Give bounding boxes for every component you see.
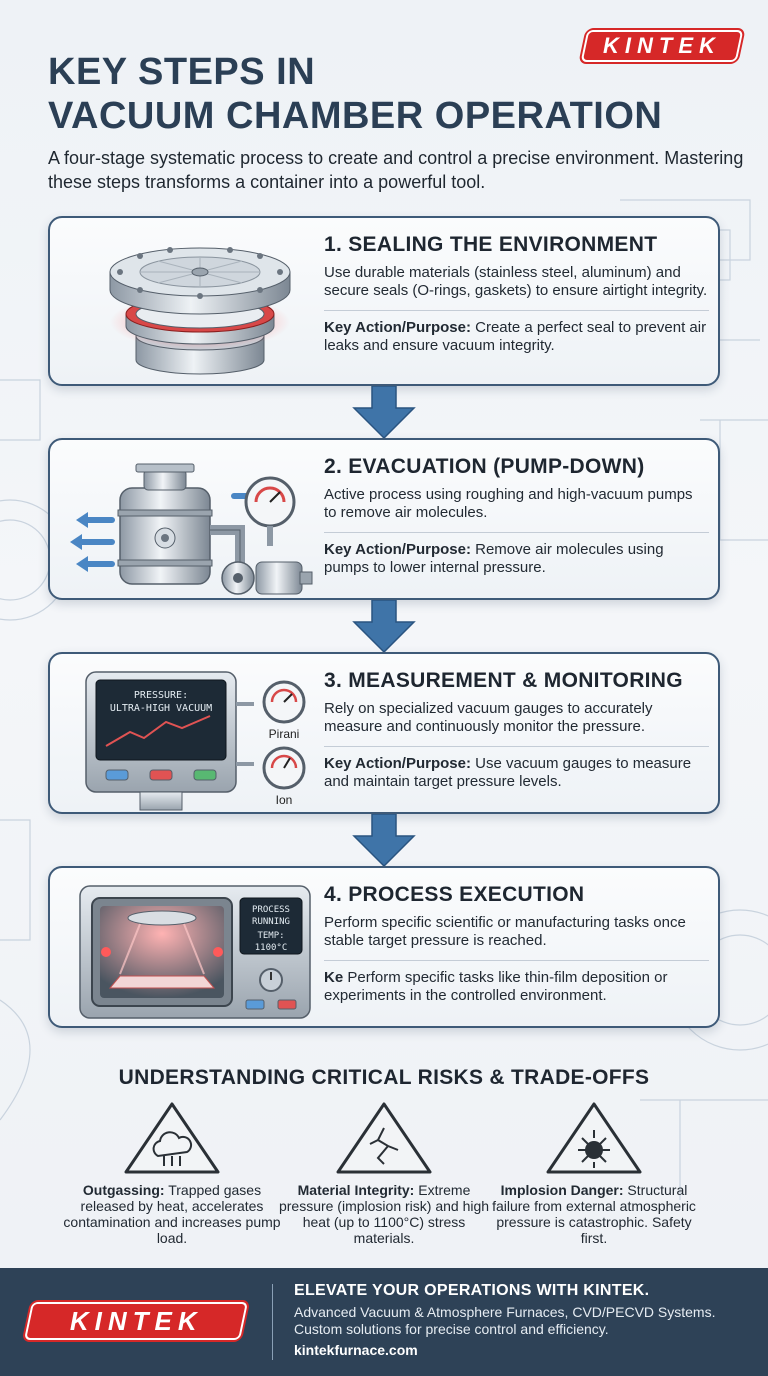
- pressure-monitor-icon: PRESSURE: ULTRA-HIGH VACUUM Pirani Ion: [85, 671, 306, 811]
- step-title: 4. PROCESS EXECUTION: [324, 883, 585, 906]
- divider: [324, 960, 709, 961]
- footer-url-link[interactable]: kintekfurnace.com: [294, 1342, 418, 1358]
- cloud-icon: [124, 1102, 220, 1174]
- divider: [324, 532, 709, 533]
- step-card-measurement: PRESSURE: ULTRA-HIGH VACUUM Pirani Ion 3…: [48, 652, 720, 814]
- risk-text: Implosion Danger: Structural failure fro…: [492, 1182, 696, 1246]
- divider: [324, 310, 709, 311]
- step-card-evacuation: 2. EVACUATION (PUMP-DOWN) Active process…: [48, 438, 720, 600]
- step-title: 2. EVACUATION (PUMP-DOWN): [324, 455, 645, 478]
- kintek-logo-footer: KINTEK: [23, 1302, 249, 1340]
- gauge-label-pirani: Pirani: [269, 727, 300, 741]
- screen-line-1: PRESSURE:: [134, 690, 188, 701]
- step-key-action: Key Action/Purpose: Use vacuum gauges to…: [324, 755, 692, 790]
- screen-line-temp-value: 1100°C: [255, 943, 288, 953]
- screen-line-running: RUNNING: [252, 917, 290, 927]
- risk-text: Outgassing: Trapped gases released by he…: [63, 1182, 281, 1246]
- risk-outgassing: Outgassing: Trapped gases released by he…: [62, 1100, 282, 1246]
- risks-heading: UNDERSTANDING CRITICAL RISKS & TRADE-OFF…: [118, 1066, 650, 1089]
- process-furnace-icon: PROCESS RUNNING TEMP: 1100°C: [79, 885, 311, 1019]
- screen-line-2: ULTRA-HIGH VACUUM: [110, 703, 212, 714]
- screen-line-process: PROCESS: [252, 905, 290, 915]
- divider: [324, 746, 709, 747]
- gauge-label-ion: Ion: [276, 793, 293, 807]
- step-description: Rely on specialized vacuum gauges to acc…: [324, 700, 653, 735]
- step-key-action: Key Action/Purpose: Create a perfect sea…: [324, 319, 707, 354]
- footer-line-2: Custom solutions for precise control and…: [294, 1321, 609, 1337]
- risk-text: Material Integrity: Extreme pressure (im…: [278, 1182, 490, 1246]
- step-card-process: PROCESS RUNNING TEMP: 1100°C 4. PROCESS …: [48, 866, 720, 1028]
- risk-implosion: Implosion Danger: Structural failure fro…: [484, 1100, 704, 1246]
- footer-line-1: Advanced Vacuum & Atmosphere Furnaces, C…: [294, 1304, 716, 1320]
- step-key-action: Ke Perform specific tasks like thin-film…: [324, 969, 668, 1004]
- down-arrow-icon: [352, 386, 416, 438]
- step-title: 3. MEASUREMENT & MONITORING: [324, 669, 683, 692]
- step-description: Active process using roughing and high-v…: [324, 486, 693, 521]
- down-arrow-icon: [352, 814, 416, 866]
- down-arrow-icon: [352, 600, 416, 652]
- step-card-sealing: 1. SEALING THE ENVIRONMENT Use durable m…: [48, 216, 720, 386]
- crack-icon: [336, 1102, 432, 1174]
- step-description: Use durable materials (stainless steel, …: [324, 264, 708, 299]
- step-key-action: Key Action/Purpose: Remove air molecules…: [324, 541, 664, 576]
- page-subtitle: A four-stage systematic process to creat…: [48, 148, 744, 192]
- page-title: KEY STEPS IN VACUUM CHAMBER OPERATION: [48, 50, 738, 138]
- footer: KINTEK ELEVATE YOUR OPERATIONS WITH KINT…: [0, 1268, 768, 1376]
- vacuum-flange-icon: [109, 247, 291, 375]
- step-description: Perform specific scientific or manufactu…: [324, 914, 686, 949]
- step-title: 1. SEALING THE ENVIRONMENT: [324, 233, 658, 256]
- risk-material-integrity: Material Integrity: Extreme pressure (im…: [274, 1100, 494, 1246]
- title-line-2: VACUUM CHAMBER OPERATION: [48, 95, 663, 137]
- screen-line-temp: TEMP:: [257, 931, 284, 941]
- vacuum-pump-icon: [70, 463, 313, 595]
- burst-icon: [546, 1102, 642, 1174]
- footer-headline: ELEVATE YOUR OPERATIONS WITH KINTEK.: [294, 1282, 650, 1299]
- footer-divider: [272, 1284, 273, 1360]
- title-line-1: KEY STEPS IN: [48, 51, 316, 93]
